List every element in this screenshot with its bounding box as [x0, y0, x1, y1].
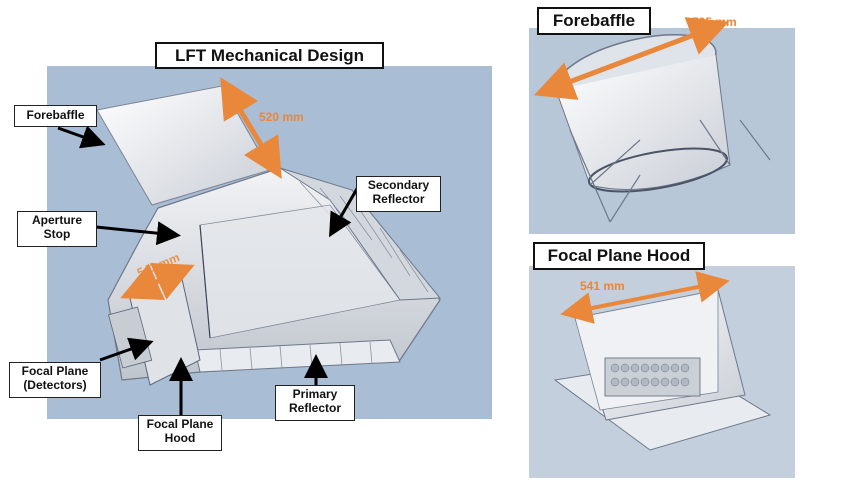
primary-reflector-label: Primary Reflector — [275, 385, 355, 421]
forebaffle-panel-dimension-arrow — [533, 17, 730, 100]
primary-reflector-shape — [194, 339, 401, 373]
secondary-reflector-callout-arrow — [328, 186, 360, 238]
forebaffle-callout-arrow — [57, 125, 106, 149]
focal-plane-label: Focal Plane (Detectors) — [9, 362, 101, 398]
forebaffle-dimension-arrow — [220, 77, 282, 179]
hood-dimension-arrow — [120, 262, 195, 301]
secondary-reflector-shape — [279, 167, 442, 301]
focal-plane-hood-label: Focal Plane Hood — [138, 415, 222, 451]
aperture-stop-label: Aperture Stop — [17, 211, 97, 247]
forebaffle-panel-title: Forebaffle — [537, 7, 651, 35]
forebaffle-dimension-label: 520 mm — [259, 110, 304, 124]
hood-panel-title: Focal Plane Hood — [533, 242, 705, 270]
secondary-reflector-label: Secondary Reflector — [356, 176, 441, 212]
forebaffle-panel-dimension-label: 595 mm — [692, 15, 737, 29]
aperture-stop-callout-arrow — [95, 221, 181, 246]
hood-panel-dimension-arrow — [560, 271, 730, 324]
forebaffle-label: Forebaffle — [14, 105, 97, 127]
focal-plane-callout-arrow — [99, 337, 154, 362]
main-title: LFT Mechanical Design — [155, 42, 384, 69]
hood-panel-dimension-label: 541 mm — [580, 279, 625, 293]
